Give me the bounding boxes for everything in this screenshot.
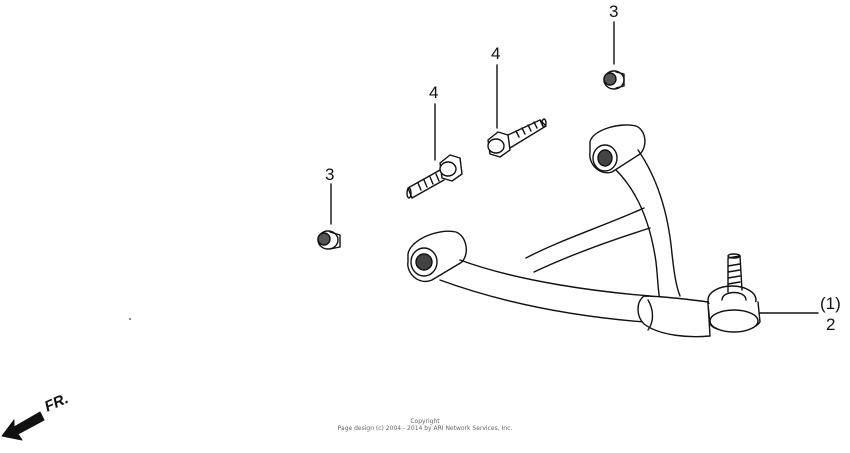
flange-nut-left — [317, 230, 341, 250]
callout-bolt-left: 4 — [429, 83, 439, 102]
upper-control-arm — [407, 124, 711, 338]
callout-nut-left: 3 — [325, 165, 335, 184]
copyright-line-2: Page design (c) 2004 - 2014 by ARI Netwo… — [337, 425, 513, 432]
callout-bolt-right: 4 — [491, 44, 501, 63]
flange-bolt-left — [406, 154, 463, 199]
callout-nut-top: 3 — [609, 2, 619, 21]
copyright-line-1: Copyright — [410, 418, 440, 425]
flange-nut-top — [603, 70, 625, 90]
front-direction-arrow-icon — [1, 411, 45, 441]
callout-ball-joint: 2 — [826, 315, 836, 334]
flange-bolt-right — [487, 118, 547, 158]
ball-joint — [707, 253, 761, 333]
callout-ball-joint-paren: (1) — [820, 294, 841, 313]
